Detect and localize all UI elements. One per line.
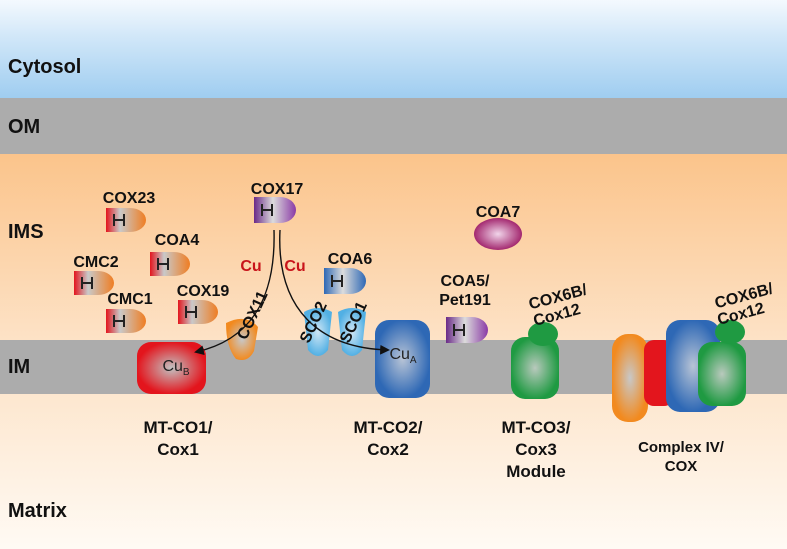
cox1-subunit [137, 342, 206, 394]
cox17-label: COX17 [250, 181, 304, 198]
cu-transfer-arrow-cua [279, 229, 390, 355]
coa6-protein [324, 268, 366, 294]
intermembrane-space [0, 154, 787, 340]
matrix-label: Matrix [8, 500, 67, 522]
cua-label: CuA [389, 346, 417, 367]
cub-label: CuB [162, 358, 190, 379]
cox19-label: COX19 [176, 283, 230, 300]
cox19-protein [178, 300, 218, 324]
om-label: OM [8, 116, 41, 138]
ims-label: IMS [8, 221, 44, 243]
cu-label-left: Cu [240, 258, 262, 275]
cox11-protein [226, 318, 258, 360]
pet191-label: Pet191 [439, 292, 491, 309]
cu-transfer-arrow-cub [194, 229, 275, 356]
coa5-label: COA5/ [440, 273, 490, 290]
cytosol-label: Cytosol [8, 56, 82, 78]
coa6-label: COA6 [327, 251, 373, 268]
matrix-region [0, 394, 787, 549]
cox2-subunit [375, 320, 430, 398]
outer-membrane [0, 98, 787, 154]
cu-label-right: Cu [284, 258, 306, 275]
cox23-label: COX23 [102, 190, 156, 207]
cmc1-label: CMC1 [107, 291, 153, 308]
cox3-module [511, 322, 559, 399]
im-label: IM [8, 356, 31, 378]
cmc2-protein [74, 271, 114, 295]
cytosol-region [0, 0, 787, 98]
cox17-protein [254, 197, 296, 223]
sco1-protein [338, 308, 366, 356]
coa5-protein [446, 317, 488, 343]
coa7-label: COA7 [475, 204, 521, 221]
coa4-protein [150, 252, 190, 276]
cox23-protein [106, 208, 146, 232]
sco2-protein [304, 308, 332, 356]
complex-iv [612, 320, 746, 422]
coa4-label: COA4 [154, 232, 200, 249]
mt-co1-label: MT-CO1/Cox1 [143, 418, 213, 459]
cmc2-label: CMC2 [73, 254, 119, 271]
complex-iv-label: Complex IV/COX [638, 439, 724, 475]
mt-co2-label: MT-CO2/Cox2 [353, 418, 423, 459]
coa7-protein [474, 218, 522, 250]
cmc1-protein [106, 309, 146, 333]
